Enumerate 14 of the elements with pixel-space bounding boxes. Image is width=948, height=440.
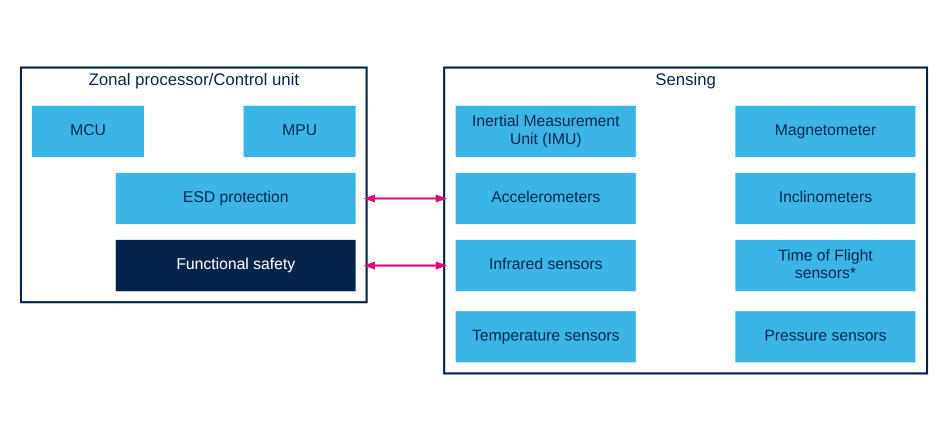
- node-box: MPU: [242, 104, 357, 158]
- node-box: Temperature sensors: [454, 310, 637, 363]
- node-box: Magnetometer: [734, 104, 917, 158]
- node-box: MCU: [30, 104, 146, 158]
- node-box: Time of Flight sensors*: [734, 238, 917, 292]
- node-box: Infrared sensors: [454, 238, 637, 292]
- node-box: Inertial Measurement Unit (IMU): [454, 104, 637, 158]
- arrow: [363, 194, 448, 202]
- node-box: Accelerometers: [454, 171, 637, 225]
- node-box: Functional safety: [114, 238, 357, 292]
- arrow: [363, 261, 448, 270]
- node-box: ESD protection: [114, 171, 357, 225]
- node-box: Pressure sensors: [734, 310, 917, 363]
- node-box: Inclinometers: [734, 171, 917, 225]
